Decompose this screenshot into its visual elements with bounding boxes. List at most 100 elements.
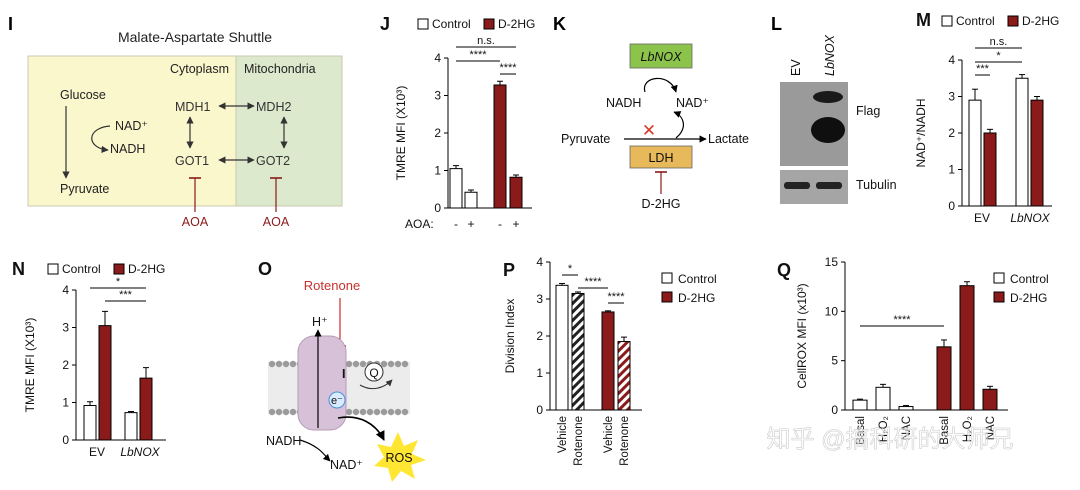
lane-label-lbnox: LbNOX bbox=[823, 34, 837, 76]
y-tick-label: 2 bbox=[536, 329, 543, 343]
y-tick-label: 4 bbox=[62, 283, 69, 297]
y-tick-label: 15 bbox=[825, 255, 839, 269]
y-tick-label: 0 bbox=[831, 403, 838, 417]
lipid-head-top bbox=[359, 360, 367, 368]
bar-d2hg-rotenone bbox=[617, 341, 631, 411]
legend-swatch-d2hg bbox=[1007, 15, 1019, 27]
bar-d2hg-lbnox bbox=[1030, 99, 1044, 207]
sig-p-3: **** bbox=[607, 291, 625, 303]
legend-swatch-d2hg bbox=[483, 18, 495, 30]
q-label: Q bbox=[369, 366, 378, 380]
legend-label-d2hg: D-2HG bbox=[678, 291, 715, 305]
legend-swatch-control bbox=[47, 263, 59, 275]
complex-i-label: I bbox=[342, 367, 345, 381]
bar-control-lbnox bbox=[1015, 77, 1029, 207]
aoa-label-2: AOA bbox=[263, 215, 290, 229]
cytoplasm-label: Cytoplasm bbox=[170, 62, 229, 76]
lipid-head-bottom bbox=[268, 408, 276, 416]
x-label-condition: NAC bbox=[901, 416, 913, 440]
x-label-treatment: Rotenone bbox=[619, 416, 631, 466]
panel-k: K LbNOX NADH NAD⁺ Pyruvate Lactate ✕ LDH… bbox=[553, 14, 749, 211]
lipid-head-bottom bbox=[275, 408, 283, 416]
nad-label-i: NAD⁺ bbox=[115, 119, 148, 133]
lipid-head-top bbox=[345, 360, 353, 368]
aoa-treatment-label: - bbox=[454, 217, 458, 231]
y-tick-label: 3 bbox=[948, 90, 955, 104]
bar-d2hg-aoa-minus bbox=[493, 84, 507, 209]
watermark: 知乎 @搞科研的大师兄 bbox=[766, 426, 1013, 453]
y-tick-label: 0 bbox=[536, 403, 543, 417]
bar-control-aoa-minus bbox=[449, 168, 463, 209]
y-tick-label: 2 bbox=[62, 358, 69, 372]
x-label-lbnox: LbNOX bbox=[120, 445, 160, 459]
flag-label: Flag bbox=[856, 104, 880, 118]
panel-letter-l: L bbox=[771, 14, 782, 34]
nadh-label-k: NADH bbox=[606, 96, 641, 110]
mdh2-label: MDH2 bbox=[256, 100, 291, 114]
bar-control-vehicle bbox=[555, 284, 569, 411]
y-axis-label: TMRE MFI (X10³) bbox=[23, 318, 37, 413]
bar-control-aoa-plus bbox=[464, 191, 478, 209]
bar-control-ev bbox=[83, 405, 97, 441]
legend-label-control: Control bbox=[678, 272, 717, 286]
aoa-treatment-label: + bbox=[467, 217, 474, 231]
nadh-oxidation-arrow-o bbox=[299, 439, 331, 462]
panel-letter-p: P bbox=[503, 260, 515, 280]
got1-label: GOT1 bbox=[175, 154, 209, 168]
legend-swatch-d2hg bbox=[993, 291, 1005, 303]
sig-p-1: * bbox=[568, 263, 573, 275]
bar-d2hg-vehicle bbox=[601, 311, 615, 411]
mitochondria-region bbox=[235, 55, 343, 207]
pyruvate-label-k: Pyruvate bbox=[561, 132, 610, 146]
x-label-treatment: Vehicle bbox=[557, 416, 569, 453]
tubulin-label: Tubulin bbox=[856, 178, 897, 192]
panel-i: I Malate-Aspartate Shuttle Cytoplasm Mit… bbox=[8, 14, 343, 229]
mitochondria-label: Mitochondria bbox=[244, 62, 316, 76]
lipid-head-top bbox=[282, 360, 290, 368]
bar-d2hg-ev bbox=[983, 132, 997, 207]
pyruvate-label-i: Pyruvate bbox=[60, 182, 109, 196]
y-axis-label: CellROX MFI (x10³) bbox=[795, 283, 809, 388]
ubiquinone bbox=[364, 362, 384, 382]
nad-regeneration-arrow bbox=[673, 111, 684, 139]
electron bbox=[328, 391, 346, 409]
bar-control-rotenone bbox=[571, 292, 585, 411]
block-cross-icon: ✕ bbox=[642, 121, 656, 140]
nad-label-k: NAD⁺ bbox=[676, 96, 709, 110]
nadh-label-i: NADH bbox=[110, 142, 145, 156]
y-tick-label: 0 bbox=[948, 199, 955, 213]
electron-transfer-arrow bbox=[359, 379, 393, 390]
y-axis-label: TMRE MFI (X10³) bbox=[394, 86, 408, 181]
bar-d2hg-ev bbox=[98, 325, 112, 441]
lipid-head-bottom bbox=[366, 408, 374, 416]
bar-control-1 bbox=[875, 386, 891, 411]
legend-label-control: Control bbox=[956, 14, 995, 28]
sig-q-1: **** bbox=[893, 314, 911, 326]
proton-label: H⁺ bbox=[312, 315, 328, 329]
panel-letter-i: I bbox=[8, 14, 13, 34]
panel-letter-q: Q bbox=[777, 260, 791, 280]
sig-j-2: **** bbox=[499, 62, 517, 74]
y-tick-label: 1 bbox=[434, 164, 441, 178]
legend-swatch-control bbox=[417, 18, 429, 30]
lane-label-ev: EV bbox=[789, 59, 803, 76]
y-tick-label: 1 bbox=[62, 396, 69, 410]
lipid-head-bottom bbox=[380, 408, 388, 416]
lipid-head-top bbox=[401, 360, 409, 368]
nad-label-o: NAD⁺ bbox=[330, 458, 363, 472]
x-label-condition: Basal bbox=[855, 416, 867, 445]
lipid-head-top bbox=[394, 360, 402, 368]
legend-swatch-control bbox=[941, 15, 953, 27]
nadh-oxidation-arrow bbox=[643, 77, 678, 93]
legend-swatch-control bbox=[993, 272, 1005, 284]
lipid-head-bottom bbox=[289, 408, 297, 416]
y-tick-label: 1 bbox=[536, 366, 543, 380]
rotenone-label: Rotenone bbox=[304, 278, 360, 293]
lipid-head-bottom bbox=[359, 408, 367, 416]
lipid-head-bottom bbox=[282, 408, 290, 416]
bar-d2hg-2 bbox=[982, 388, 998, 411]
